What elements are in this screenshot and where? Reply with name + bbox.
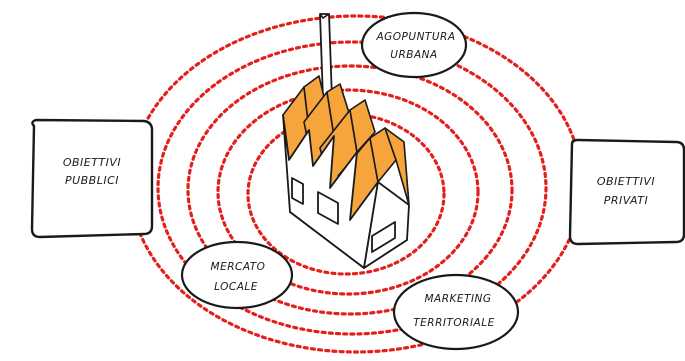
node-agopuntura-urbana: AGOPUNTURA URBANA bbox=[360, 11, 468, 79]
mercato-locale-line-1: MERCATO bbox=[211, 261, 266, 273]
bubble-mercato-locale bbox=[180, 240, 294, 310]
agopuntura-urbana-line-2: URBANA bbox=[390, 49, 437, 61]
node-mercato-locale: MERCATO LOCALE bbox=[180, 240, 294, 310]
ring-4 bbox=[156, 40, 548, 336]
obiettivi-privati-line-1: OBIETTIVI bbox=[597, 175, 655, 188]
node-marketing-territoriale: MARKETING TERRITORIALE bbox=[392, 273, 520, 351]
mercato-locale-line-2: LOCALE bbox=[214, 281, 258, 293]
obiettivi-pubblici-line-2: PUBBLICI bbox=[65, 174, 119, 187]
marketing-territoriale-line-2: TERRITORIALE bbox=[413, 317, 494, 329]
node-obiettivi-privati: OBIETTIVI PRIVATI bbox=[568, 138, 685, 246]
obiettivi-pubblici-line-1: OBIETTIVI bbox=[63, 156, 121, 169]
box-obiettivi-privati bbox=[568, 138, 685, 246]
factory-icon bbox=[282, 13, 410, 269]
bubble-agopuntura-urbana bbox=[360, 11, 468, 79]
box-obiettivi-pubblici bbox=[30, 118, 154, 239]
node-obiettivi-pubblici: OBIETTIVI PUBBLICI bbox=[30, 118, 154, 239]
marketing-territoriale-line-1: MARKETING bbox=[424, 293, 491, 305]
ring-3 bbox=[186, 64, 514, 316]
agopuntura-urbana-line-1: AGOPUNTURA bbox=[375, 31, 455, 43]
obiettivi-privati-line-2: PRIVATI bbox=[604, 194, 649, 207]
ring-2 bbox=[216, 88, 480, 296]
bubble-marketing-territoriale bbox=[392, 273, 520, 351]
